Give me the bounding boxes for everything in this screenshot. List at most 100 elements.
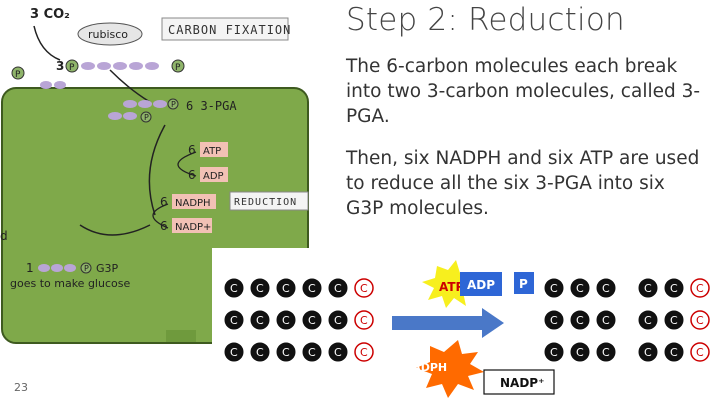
pga-label: 6 3-PGA: [186, 99, 237, 113]
reduction-diagram: C C C C C C C C C C C C C C C C C C ATP ADP P NADPH NADP⁺…: [212, 248, 720, 405]
atp-count: 6: [188, 143, 196, 157]
carbon-atom-label: C: [670, 346, 678, 359]
three-carbon-atom: [544, 310, 564, 330]
rubisco-label: rubisco: [88, 28, 128, 41]
carbon-atom-label: C: [334, 314, 342, 327]
rubp-row: P 3 P P: [11, 59, 185, 89]
six-carbon-atom: [224, 342, 244, 362]
carbon-atom-label: C: [644, 282, 652, 295]
six-carbon-atom: [250, 278, 270, 298]
three-carbon-atom: [664, 278, 684, 298]
three-carbon-atom: [570, 278, 590, 298]
six-carbon-atom: [302, 342, 322, 362]
carbon-atom-label: C: [256, 314, 264, 327]
six-carbon-atom: [250, 310, 270, 330]
atp-arrow: [177, 151, 197, 177]
carbon-atom-label: C: [308, 282, 316, 295]
six-carbon-atom: [354, 278, 374, 298]
six-carbon-atom: [354, 310, 374, 330]
co2-arrow: [33, 25, 61, 61]
carbon-atom-label: C: [230, 282, 238, 295]
adp-box: [460, 272, 502, 296]
edge-letter: d: [0, 229, 8, 243]
svg-text:P: P: [84, 264, 89, 273]
carbon-atom-label: C: [360, 282, 368, 295]
six-carbon-atom: [354, 342, 374, 362]
fixation-arrow: [109, 69, 151, 103]
carbon-atom-label: C: [576, 314, 584, 327]
six-carbon-atom: [328, 342, 348, 362]
nadph-label: NADPH: [403, 361, 447, 374]
three-carbon-atom: [690, 278, 710, 298]
carbon-atom-label: C: [696, 314, 704, 327]
carbon-atom-label: C: [670, 282, 678, 295]
nadp-box: [172, 218, 212, 233]
carbon-atom-label: C: [550, 314, 558, 327]
three-carbon-atom: [596, 278, 616, 298]
six-carbon-atom: [224, 278, 244, 298]
six-carbon-atom: [328, 278, 348, 298]
g3p-phosphate: [80, 262, 92, 274]
carbon-atom-label: C: [282, 282, 290, 295]
nadph-text: NADPH: [175, 198, 211, 209]
carbon-atom-label: C: [602, 282, 610, 295]
nadp-label: NADP⁺: [500, 376, 544, 390]
atp-text: ATP: [203, 146, 221, 157]
adp-box: [200, 167, 228, 182]
carbon-atom-label: C: [308, 346, 316, 359]
cycle-arrow-main: [148, 124, 166, 216]
six-carbon-atom: [302, 278, 322, 298]
six-carbon-atom: [328, 310, 348, 330]
three-carbon-atom: [690, 310, 710, 330]
three-carbon-atom: [638, 278, 658, 298]
three-carbon-atom: [596, 342, 616, 362]
three-carbon-atom: [570, 342, 590, 362]
page-number: 23: [14, 381, 28, 394]
three-carbon-atom: [638, 310, 658, 330]
six-carbon-atom: [224, 310, 244, 330]
slide-title: Step 2: Reduction: [346, 2, 625, 38]
cycle-arrow-left: [79, 224, 151, 236]
carbon-atom-label: C: [256, 282, 264, 295]
carbon-atom-label: C: [602, 346, 610, 359]
svg-text:P: P: [69, 63, 75, 73]
stroma-inner-strip: [166, 330, 196, 342]
svg-text:P: P: [15, 70, 21, 80]
nadp-box: [483, 369, 555, 395]
six-carbon-atom: [276, 310, 296, 330]
carbon-atom-label: C: [360, 314, 368, 327]
reduction-label: REDUCTION: [234, 197, 297, 208]
svg-text:3: 3: [56, 59, 64, 73]
carbon-fixation-box: [161, 17, 289, 41]
carbon-atom-label: C: [550, 282, 558, 295]
svg-text:P: P: [175, 63, 181, 73]
svg-text:P: P: [171, 100, 176, 109]
carbon-atom-label: C: [644, 346, 652, 359]
atp-label: ATP: [439, 280, 465, 294]
six-carbon-atom: [276, 278, 296, 298]
carbon-atom-label: C: [696, 346, 704, 359]
carbon-fixation-label: CARBON FIXATION: [168, 23, 291, 37]
p-label: P: [519, 277, 528, 291]
three-carbon-atom: [638, 342, 658, 362]
g3p-label: G3P: [96, 262, 119, 275]
pga-row: P P: [108, 98, 179, 123]
three-carbon-atom: [664, 342, 684, 362]
nadph-count: 6: [160, 195, 168, 209]
adp-label: ADP: [467, 278, 495, 292]
reaction-arrow: [392, 308, 504, 338]
glucose-label: goes to make glucose: [10, 277, 130, 290]
atp-box: [200, 142, 228, 157]
paragraph-2: Then, six NADPH and six ATP are used to …: [346, 148, 700, 219]
three-carbon-atom: [664, 310, 684, 330]
three-carbon-atom: [544, 278, 564, 298]
carbon-atom-label: C: [670, 314, 678, 327]
paragraph-1: The 6-carbon molecules each break into t…: [346, 56, 701, 127]
carbon-atom-label: C: [602, 314, 610, 327]
g3p-count: 1: [26, 261, 34, 275]
calvin-cycle-illustration: 3 CO₂ rubisco CARBON FIXATION P 3 P P: [0, 7, 309, 344]
carbon-atom-label: C: [282, 314, 290, 327]
